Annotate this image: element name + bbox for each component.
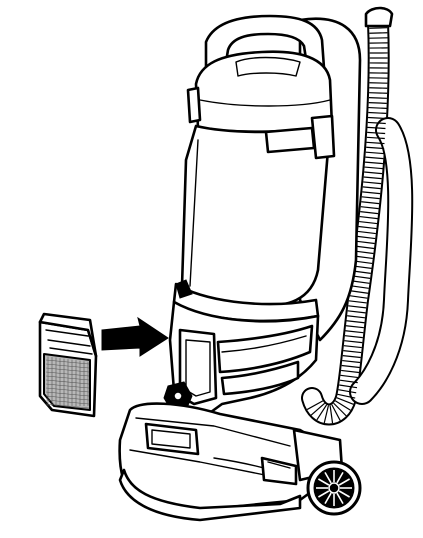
- filter: [38, 312, 98, 418]
- right-arrow-icon: [101, 316, 169, 357]
- hose-top-cap: [364, 6, 394, 28]
- canister-cylinder: [180, 124, 332, 308]
- floor-nozzle: [118, 402, 332, 522]
- wheel-icon: [292, 428, 362, 516]
- hose-ribs: [306, 27, 388, 424]
- filter-compartment: [163, 300, 320, 422]
- dust-canister: [172, 14, 362, 342]
- lid-latch: [186, 86, 202, 124]
- flexible-hose: [301, 6, 414, 426]
- canister-clip: [264, 126, 316, 154]
